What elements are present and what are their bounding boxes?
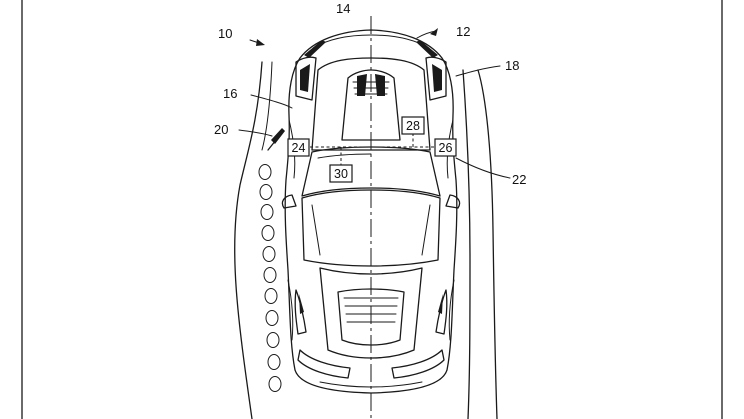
module-28-label: 28 <box>406 119 420 133</box>
arrow-12 <box>430 28 438 36</box>
ref-label-22: 22 <box>512 172 526 187</box>
sensor-20-mark <box>271 128 285 144</box>
ref-label-20: 20 <box>214 122 228 137</box>
obstacle <box>266 332 280 348</box>
obstacle <box>262 246 276 262</box>
arrow-10 <box>249 39 265 46</box>
obstacle <box>265 310 279 326</box>
module-28: 28 <box>401 116 425 135</box>
ref-label-10: 10 <box>218 26 232 41</box>
obstacle <box>263 267 277 283</box>
obstacle <box>264 288 278 304</box>
module-26: 26 <box>434 138 457 157</box>
ref-label-18: 18 <box>505 58 519 73</box>
road-boundary-left <box>233 61 273 419</box>
obstacle-row <box>258 164 282 392</box>
module-24-label: 24 <box>292 141 306 155</box>
obstacle <box>261 225 275 241</box>
ref-label-12: 12 <box>456 24 470 39</box>
leader-lines <box>238 30 511 179</box>
obstacle <box>259 184 273 200</box>
module-26-label: 26 <box>439 141 453 155</box>
ref-label-16: 16 <box>223 86 237 101</box>
obstacle <box>268 376 282 392</box>
obstacle <box>260 204 274 220</box>
module-30-label: 30 <box>334 167 348 181</box>
obstacle <box>267 354 281 370</box>
frame-border <box>21 0 723 419</box>
module-24: 24 <box>287 138 310 157</box>
obstacle <box>258 164 272 180</box>
road-boundary-right <box>462 69 498 419</box>
ref-label-14: 14 <box>336 1 350 16</box>
module-30: 30 <box>329 164 353 183</box>
sensor-connections <box>299 133 447 165</box>
